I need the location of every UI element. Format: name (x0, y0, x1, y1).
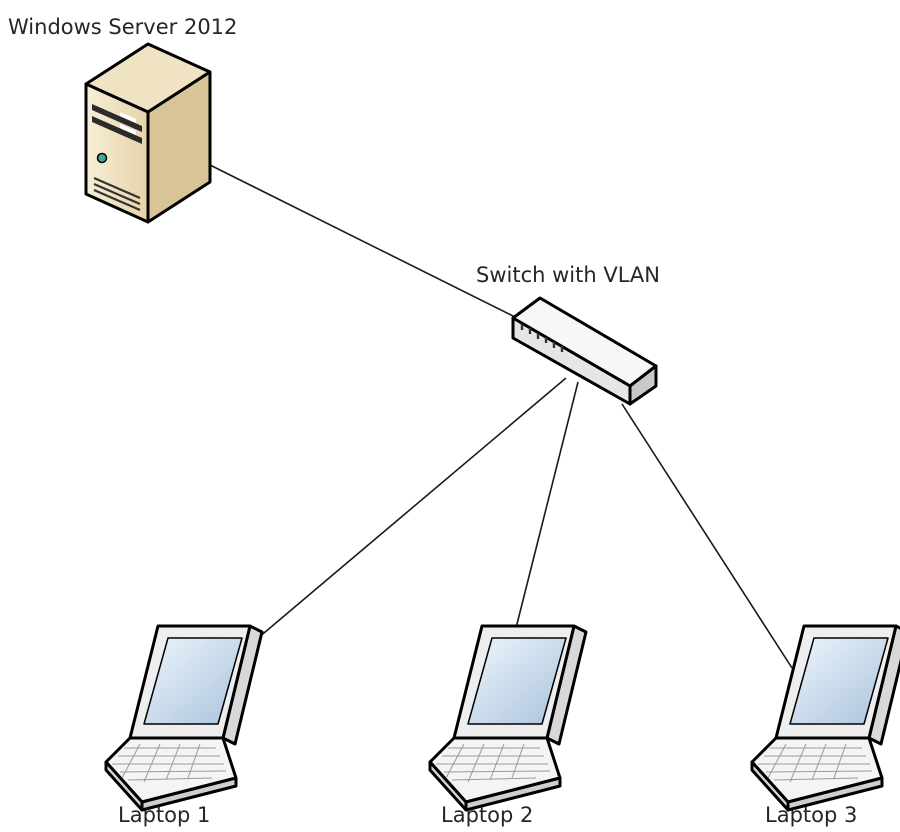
laptop-1-label: Laptop 1 (118, 803, 210, 827)
laptop-2-icon[interactable] (428, 624, 588, 812)
laptop-3-icon[interactable] (750, 624, 900, 812)
server-label: Windows Server 2012 (8, 15, 237, 39)
link-switch-laptop-1 (231, 377, 567, 661)
server-tower-icon[interactable] (84, 42, 212, 224)
laptop-3-label: Laptop 3 (765, 803, 857, 827)
laptop-1-icon[interactable] (104, 624, 264, 812)
link-server-switch (209, 164, 518, 319)
laptop-2-label: Laptop 2 (441, 803, 533, 827)
link-switch-laptop-2 (514, 381, 579, 633)
network-switch-icon[interactable] (511, 296, 658, 406)
link-switch-laptop-3 (621, 403, 793, 669)
switch-label: Switch with VLAN (476, 263, 660, 287)
